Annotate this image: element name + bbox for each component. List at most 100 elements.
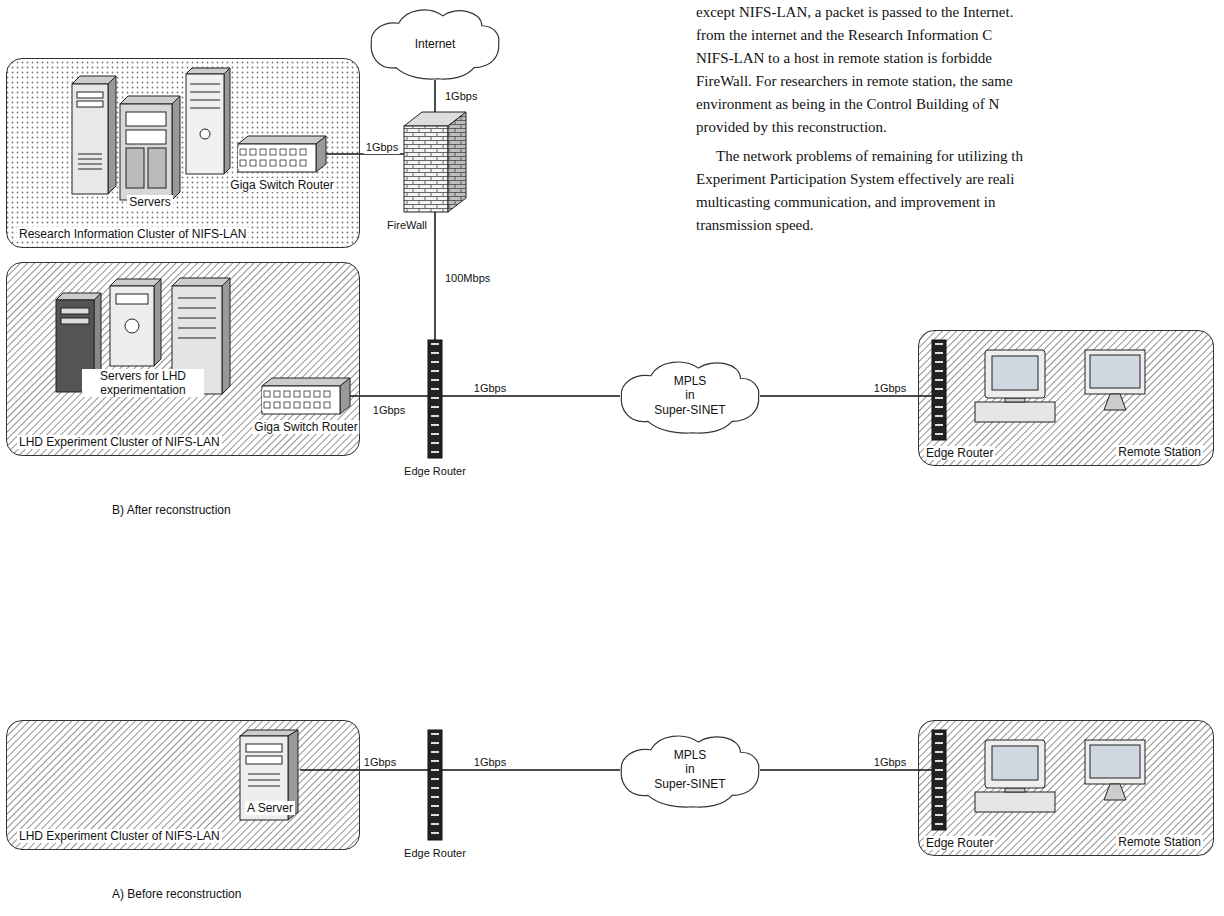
body-text: from the internet and the Research Infor…	[696, 25, 992, 45]
body-text: multicasting communication, and improvem…	[696, 192, 996, 212]
remote-station: Remote Station Edge Router	[918, 720, 1214, 856]
network-link	[760, 395, 932, 397]
label-holder: Edge Router	[402, 843, 468, 861]
label-holder: Experiment Participation System effectiv…	[696, 169, 1014, 189]
node-label: Servers	[127, 195, 172, 209]
hatched-ground	[918, 330, 1214, 466]
network-link	[326, 153, 404, 155]
edge-router: Edge Router	[932, 730, 946, 830]
switch-icon	[262, 378, 350, 414]
server-icon	[110, 279, 161, 366]
node-label: Remote Station	[1116, 445, 1203, 459]
label-holder: 1Gbps	[472, 378, 508, 396]
link-speed: 1Gbps	[371, 404, 407, 417]
network-link	[434, 80, 436, 112]
node-label: Internet	[413, 37, 458, 51]
link-speed: 1Gbps	[872, 382, 908, 395]
label-holder: LHD Experiment Cluster of NIFS-LAN	[17, 826, 222, 844]
label-holder: 1Gbps	[362, 752, 398, 770]
body-text: The network problems of remaining for ut…	[716, 146, 1023, 166]
label-holder: Giga Switch Router	[252, 417, 359, 435]
label-holder: The network problems of remaining for ut…	[716, 146, 1023, 166]
node-label: A Server	[245, 801, 295, 815]
label-holder: Giga Switch Router	[228, 175, 335, 193]
hatched-ground	[6, 262, 360, 456]
link-speed: 1Gbps	[364, 141, 400, 154]
switch-router: Giga Switch Router	[238, 136, 326, 172]
internet-cloud: Internet	[370, 6, 500, 80]
server-icon	[120, 96, 180, 200]
node-label: FireWall	[385, 219, 429, 232]
router-rack-icon	[932, 730, 946, 830]
dotted-ground	[6, 58, 360, 248]
network-link	[300, 769, 428, 771]
label-holder: 1Gbps	[371, 400, 407, 418]
hatched-ground	[6, 720, 360, 850]
router-rack-icon	[428, 730, 442, 840]
cloud-shape	[371, 10, 499, 79]
label-holder: 1Gbps	[872, 752, 908, 770]
body-text: Experiment Participation System effectiv…	[696, 169, 1014, 189]
link-speed: 1Gbps	[443, 90, 479, 103]
link-speed: 100Mbps	[443, 272, 492, 285]
body-text: provided by this reconstruction.	[696, 117, 887, 137]
label-holder: MPLS in Super-SINET	[620, 374, 760, 418]
label-holder: NIFS-LAN to a host in remote station is …	[696, 48, 992, 68]
server-group: Servers	[66, 68, 234, 214]
label-holder: Edge Router	[924, 443, 995, 461]
router-rack-icon	[932, 340, 946, 440]
edge-router: Edge Router	[428, 340, 442, 458]
node-label: LHD Experiment Cluster of NIFS-LAN	[17, 435, 222, 449]
label-holder: A Server	[240, 798, 300, 816]
node-label: LHD Experiment Cluster of NIFS-LAN	[17, 829, 222, 843]
router-rack-icon	[428, 340, 442, 458]
node-label: Edge Router	[402, 847, 468, 860]
label-holder: A) Before reconstruction	[110, 884, 243, 902]
link-speed: 1Gbps	[472, 756, 508, 769]
label-holder: 1Gbps	[872, 378, 908, 396]
mpls-cloud: MPLS in Super-SINET	[620, 732, 760, 808]
network-link	[350, 395, 428, 397]
remote-station: Remote Station Edge Router	[918, 330, 1214, 466]
label-holder: Internet	[370, 34, 500, 52]
body-text: NIFS-LAN to a host in remote station is …	[696, 48, 992, 68]
node-label: Servers for LHD experimentation	[82, 369, 204, 398]
node-label: Edge Router	[402, 465, 468, 478]
hatched-ground	[918, 720, 1214, 856]
label-holder: MPLS in Super-SINET	[620, 748, 760, 792]
node-label: Remote Station	[1116, 835, 1203, 849]
server-icon	[72, 76, 116, 194]
node-label: MPLS in Super-SINET	[643, 374, 737, 417]
link-speed: 1Gbps	[362, 756, 398, 769]
network-link	[434, 212, 436, 340]
label-holder: Remote Station	[1116, 832, 1203, 850]
label-holder: multicasting communication, and improvem…	[696, 192, 996, 212]
body-text: except NIFS-LAN, a packet is passed to t…	[696, 2, 1013, 22]
link-speed: 1Gbps	[472, 382, 508, 395]
figure-caption: B) After reconstruction	[110, 503, 233, 517]
label-holder: 100Mbps	[443, 268, 492, 286]
link-speed: 1Gbps	[872, 756, 908, 769]
network-link	[442, 769, 620, 771]
figure-caption: A) Before reconstruction	[110, 887, 243, 901]
label-holder: Edge Router	[402, 461, 468, 479]
label-holder: provided by this reconstruction.	[696, 117, 887, 137]
label-holder: from the internet and the Research Infor…	[696, 25, 992, 45]
body-text: transmission speed.	[696, 215, 814, 235]
switch-icon	[238, 136, 326, 172]
switch-router: Giga Switch Router	[262, 378, 350, 414]
edge-router: Edge Router	[932, 340, 946, 440]
label-holder: Edge Router	[924, 833, 995, 851]
label-holder: LHD Experiment Cluster of NIFS-LAN	[17, 432, 222, 450]
cloud-shape	[621, 362, 759, 433]
node-label: Edge Router	[924, 446, 995, 460]
label-holder: FireWall	[385, 215, 429, 233]
label-holder: FireWall. For researchers in remote stat…	[696, 71, 1013, 91]
label-holder: 1Gbps	[443, 86, 479, 104]
node-label: Giga Switch Router	[252, 420, 359, 434]
label-holder: 1Gbps	[472, 752, 508, 770]
